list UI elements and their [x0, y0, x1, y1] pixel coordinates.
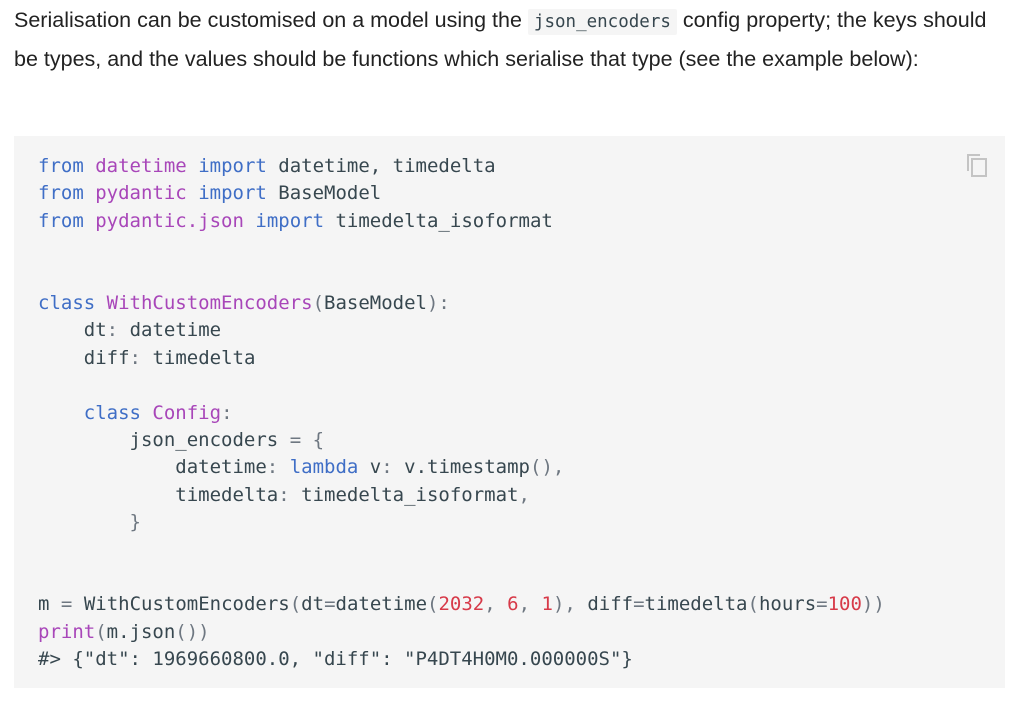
code-token: = — [633, 593, 645, 616]
code-line-4 — [38, 235, 885, 262]
code-token: 1 — [541, 593, 553, 616]
intro-paragraph: Serialisation can be customised on a mod… — [14, 2, 1004, 78]
code-token: diff — [83, 346, 130, 369]
code-token: datetime — [335, 593, 428, 616]
code-block: from datetime import datetime, timedelta… — [14, 136, 1005, 688]
code-token: )) — [861, 593, 885, 616]
code-token: class — [38, 291, 96, 314]
code-token: } — [129, 511, 141, 534]
code-token: ()) — [175, 620, 210, 643]
code-token: : — [221, 401, 233, 424]
code-token: : — [129, 346, 141, 369]
code-token: ( — [427, 593, 439, 616]
code-line-10: class Config: — [38, 400, 885, 427]
code-token: 2032 — [438, 593, 485, 616]
code-token: ( — [95, 620, 107, 643]
code-token: lambda — [289, 456, 359, 479]
code-token: { — [312, 428, 325, 451]
inline-code-json-encoders: json_encoders — [527, 9, 677, 35]
code-token: ), — [552, 593, 576, 616]
code-line-8: diff: timedelta — [38, 345, 885, 372]
intro-text-before: Serialisation can be customised on a mod… — [14, 8, 528, 32]
code-line-19: #> {"dt": 1969660800.0, "diff": "P4DT4H0… — [38, 646, 885, 673]
code-token: : — [278, 483, 290, 506]
code-token: class — [83, 401, 141, 424]
code-line-12: datetime: lambda v: v.timestamp(), — [38, 454, 885, 481]
code-token: = — [816, 593, 828, 616]
code-token: 100 — [827, 593, 862, 616]
code-line-18: print(m.json()) — [38, 619, 885, 646]
code-line-15 — [38, 536, 885, 563]
code-token: timedelta — [152, 346, 256, 369]
code-token: timedelta — [175, 483, 279, 506]
code-token: ( — [312, 291, 325, 314]
code-token: (), — [530, 456, 565, 479]
code-token: m.json — [106, 620, 176, 643]
code-token: BaseModel — [278, 182, 382, 205]
code-line-17: m = WithCustomEncoders(dt=datetime(2032,… — [38, 591, 885, 618]
code-output-comment: #> {"dt": 1969660800.0, "diff": "P4DT4H0… — [38, 648, 633, 671]
code-token: = — [289, 428, 302, 451]
code-token: : — [266, 456, 279, 479]
code-token: WithCustomEncoders — [83, 593, 290, 616]
code-token: ( — [289, 593, 302, 616]
code-token: datetime — [175, 456, 267, 479]
code-line-6: class WithCustomEncoders(BaseModel): — [38, 290, 885, 317]
code-line-11: json_encoders = { — [38, 427, 885, 454]
code-token: , — [484, 593, 496, 616]
code-line-9 — [38, 372, 885, 399]
code-token: from — [38, 182, 84, 205]
code-token: datetime, timedelta — [278, 155, 496, 177]
code-token: = — [60, 593, 73, 616]
code-token: print — [38, 620, 96, 643]
code-line-13: timedelta: timedelta_isoformat, — [38, 482, 885, 509]
copy-icon — [967, 154, 987, 177]
code-token: = — [324, 593, 336, 616]
code-token: pydantic.json — [95, 209, 244, 232]
code-token: pydantic — [95, 182, 187, 205]
code-token: from — [38, 155, 84, 177]
code-token: timedelta — [644, 593, 748, 616]
copy-button[interactable] — [965, 152, 989, 178]
code-token: import — [198, 182, 267, 205]
code-line-3: from pydantic.json import timedelta_isof… — [38, 208, 885, 235]
code-line-5 — [38, 263, 885, 290]
code-token: Config — [152, 401, 222, 424]
code-token: dt — [83, 319, 107, 342]
code-token: hours — [758, 593, 817, 616]
code-token: WithCustomEncoders — [106, 291, 313, 314]
code-line-1: from datetime import datetime, timedelta — [38, 153, 885, 180]
code-token: ): — [426, 291, 450, 314]
code-token: m — [38, 593, 50, 616]
code-line-14: } — [38, 509, 885, 536]
code-token: , — [518, 483, 530, 506]
code-token: from — [38, 209, 84, 232]
code-token: import — [198, 155, 267, 177]
code-token: json_encoders — [129, 428, 279, 451]
code-token: import — [255, 209, 325, 232]
code-token: ( — [747, 593, 759, 616]
code-token: datetime — [95, 155, 187, 177]
code-token: datetime — [129, 319, 222, 342]
code-token: dt — [301, 593, 325, 616]
code-token: v.timestamp — [404, 456, 530, 479]
code-token: : — [381, 456, 393, 479]
code-line-2: from pydantic import BaseModel — [38, 180, 885, 207]
intro-text-after: config property; the keys should be type… — [14, 8, 987, 71]
code-content: from datetime import datetime, timedelta… — [38, 153, 885, 673]
code-token: BaseModel — [324, 291, 427, 314]
code-token: timedelta_isoformat — [301, 483, 519, 506]
code-token: timedelta_isoformat — [335, 209, 553, 232]
code-token: : — [106, 319, 119, 342]
code-token: v — [369, 456, 382, 479]
code-line-7: dt: datetime — [38, 317, 885, 344]
code-token: 6 — [507, 593, 519, 616]
code-line-16 — [38, 564, 885, 591]
code-token: diff — [587, 593, 634, 616]
code-token: , — [518, 593, 531, 616]
